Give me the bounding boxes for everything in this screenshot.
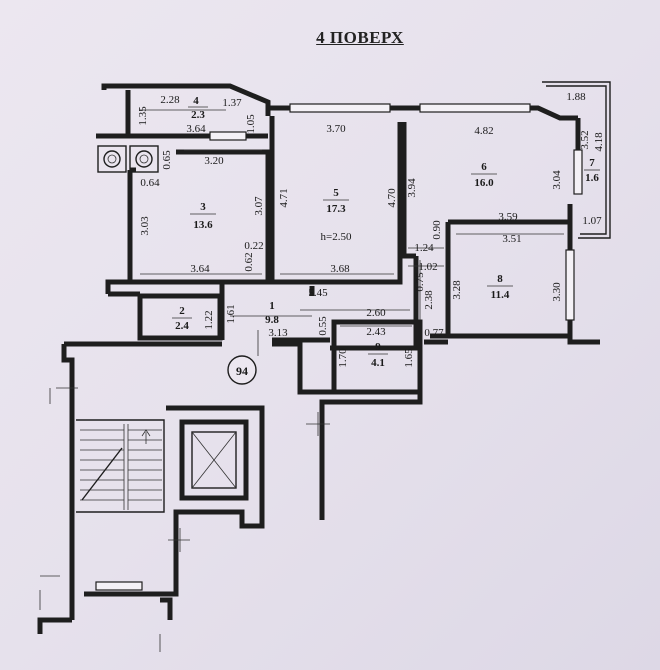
- room-6-area: 16.0: [474, 177, 494, 189]
- dim-label: 3.28: [451, 280, 463, 300]
- dim-label: 3.64: [190, 263, 210, 275]
- room-2-area: 2.4: [175, 320, 189, 332]
- dim-label: 1.65: [403, 348, 415, 368]
- dim-label: 0.64: [140, 177, 160, 189]
- dim-label: 0.65: [161, 150, 173, 170]
- dim-label: 1.07: [582, 215, 602, 227]
- apartment-number: 94: [236, 364, 248, 378]
- dim-label: 3.68: [330, 263, 350, 275]
- dim-label: 1.24: [414, 242, 434, 254]
- dim-label: 3.20: [204, 155, 224, 167]
- dim-label: 5.45: [308, 287, 328, 299]
- room-6-number: 6: [481, 161, 487, 173]
- floor-title: 4 ПОВЕРХ: [316, 28, 404, 47]
- dim-label: 2.38: [423, 290, 435, 310]
- dim-label: 1.88: [566, 91, 586, 103]
- dim-label: 3.94: [406, 178, 418, 198]
- dim-label: 0.77: [424, 327, 444, 339]
- dim-label: 3.30: [551, 282, 563, 302]
- dim-label: 1.22: [203, 310, 215, 329]
- dim-label: 3.03: [139, 216, 151, 236]
- room-7-area: 1.6: [585, 172, 599, 184]
- dim-label: 4.70: [386, 188, 398, 208]
- room-1-number: 1: [269, 300, 275, 312]
- staircase: [80, 424, 162, 510]
- dim-label: 3.07: [253, 196, 265, 216]
- dim-label: 4.82: [474, 125, 493, 137]
- ceiling-height: h=2.50: [321, 231, 352, 243]
- room-3-area: 13.6: [193, 219, 213, 231]
- dim-label: 4.18: [593, 132, 605, 152]
- common-area: [37, 341, 423, 652]
- room-8-area: 11.4: [491, 289, 510, 301]
- elevator: [179, 419, 249, 501]
- room-5-number: 5: [333, 187, 339, 199]
- dim-label: 2.28: [160, 94, 180, 106]
- dim-label: 0.22: [244, 240, 263, 252]
- dim-label: 3.13: [268, 327, 288, 339]
- room-9-number: 9: [375, 341, 381, 353]
- dim-label: 0.90: [431, 220, 443, 240]
- dim-label: 0.55: [317, 316, 329, 336]
- apartment-number-marker: 94: [227, 355, 257, 385]
- room-8-number: 8: [497, 273, 503, 285]
- dim-label: 0.62: [243, 252, 255, 271]
- dim-label: 3.64: [186, 123, 206, 135]
- dim-label: 2.60: [366, 307, 386, 319]
- dim-label: 1.05: [245, 114, 257, 134]
- room-2-number: 2: [179, 305, 185, 317]
- dim-label: 1.61: [225, 304, 237, 323]
- dimension-lines: [140, 109, 564, 356]
- dim-label: 1.02: [418, 261, 437, 273]
- dim-label: 3.51: [502, 233, 521, 245]
- room-labels: 4 2.3 3 13.6 5 17.3 h=2.50 6 16.0 7 1.6 …: [172, 95, 600, 369]
- dim-label: 3.52: [579, 130, 591, 149]
- room-7-number: 7: [589, 157, 595, 169]
- dim-label: 3.04: [551, 170, 563, 190]
- room-4-number: 4: [193, 95, 199, 107]
- dim-label: 3.59: [498, 211, 518, 223]
- ventilation-shafts: [97, 145, 159, 173]
- room-4-area: 2.3: [191, 109, 205, 121]
- dim-label: 3.70: [326, 123, 346, 135]
- dim-label: 2.43: [366, 326, 386, 338]
- dimension-labels: 2.28 1.37 1.35 1.05 3.64 3.70 4.82 1.88 …: [137, 91, 605, 368]
- room-1-area: 9.8: [265, 314, 279, 326]
- room-5-area: 17.3: [326, 203, 346, 215]
- dim-label: 1.35: [137, 106, 149, 126]
- dim-label: 1.70: [337, 348, 349, 368]
- dim-label: 4.71: [278, 188, 290, 207]
- room-3-number: 3: [200, 201, 206, 213]
- dim-label: 1.37: [222, 97, 242, 109]
- room-9-area: 4.1: [371, 357, 385, 369]
- dim-label: 0.75: [414, 272, 426, 292]
- windows: [209, 103, 583, 321]
